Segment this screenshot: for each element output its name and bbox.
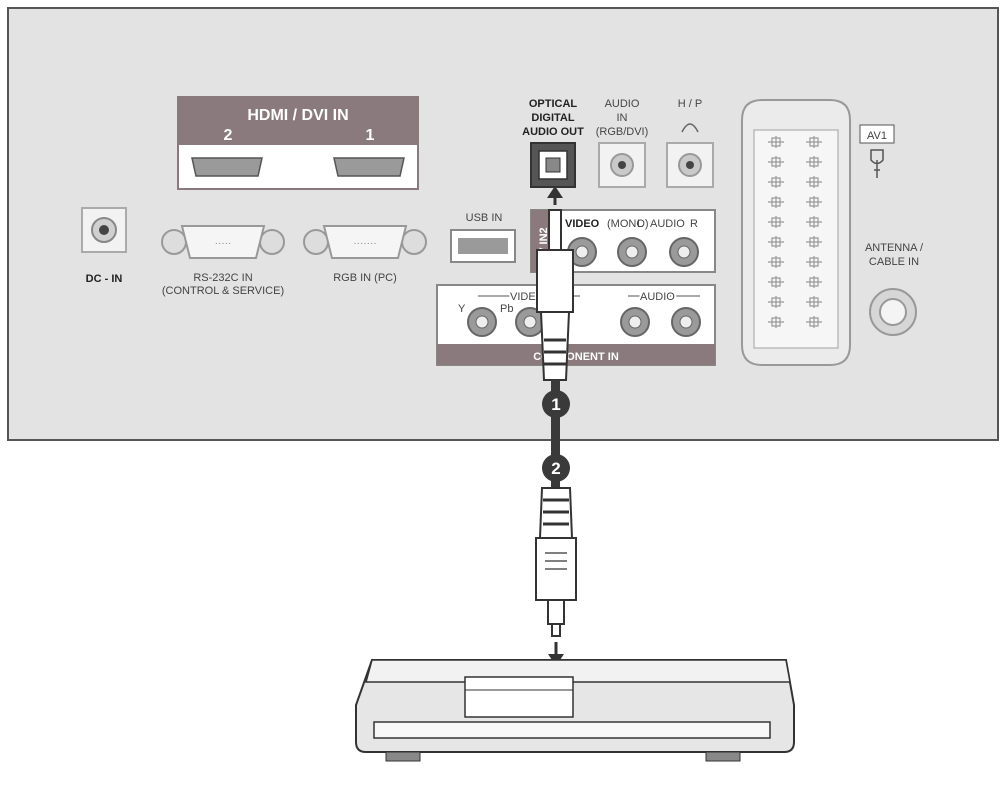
scart-pin (806, 296, 822, 308)
scart-pin (806, 316, 822, 328)
antenna-icon (870, 149, 884, 178)
scart-pin (806, 156, 822, 168)
hdmi-title: HDMI / DVI IN (247, 107, 348, 124)
scart-pin (768, 316, 784, 328)
dc-in-label: DC - IN (86, 273, 123, 285)
component-in-block: COMPONENT IN VIDEO AUDIO Y Pb (436, 284, 716, 366)
antenna-label-2: CABLE IN (869, 256, 919, 268)
scart-pin (768, 276, 784, 288)
scart-pin (806, 216, 822, 228)
antenna-port: ANTENNA / CABLE IN (865, 242, 924, 336)
scart-pin (768, 196, 784, 208)
mono-label: (MONO) (607, 218, 649, 230)
step-badge-2: 2 (542, 454, 570, 482)
hdmi-dvi-group: HDMI / DVI IN 2 1 (177, 96, 419, 190)
scart-pin (806, 136, 822, 148)
video-label: VIDEO (565, 218, 600, 230)
scart-pin (806, 276, 822, 288)
headphone-port (666, 142, 714, 188)
scart-av1-port: AV1 (741, 99, 895, 366)
optical-label-2: DIGITAL (531, 112, 574, 124)
step-badge-1: 1 (542, 390, 570, 418)
usb-port: USB IN (450, 212, 516, 263)
hp-label: H / P (678, 98, 702, 110)
optical-label-3: AUDIO OUT (522, 126, 584, 138)
audio-in-label-3: (RGB/DVI) (596, 126, 649, 138)
usb-label: USB IN (466, 212, 503, 224)
scart-pin (806, 196, 822, 208)
hdmi-port-1 (333, 157, 405, 177)
component-y-label: Y (458, 303, 466, 315)
audio-r-label: R (690, 218, 698, 230)
step-1-number: 1 (551, 395, 560, 414)
scart-pin (768, 236, 784, 248)
rgb-in-label: RGB IN (PC) (333, 272, 397, 284)
scart-pin (768, 176, 784, 188)
audio-device (355, 659, 795, 762)
scart-pins (768, 136, 822, 328)
rs232c-pins: ····· (215, 238, 232, 249)
audio-in-label-1: AUDIO (605, 98, 640, 110)
component-pb-label: Pb (500, 303, 513, 315)
scart-pin (768, 216, 784, 228)
rs232c-label: RS-232C IN (193, 272, 252, 284)
audio-l-label: L (637, 218, 643, 230)
scart-pin (768, 136, 784, 148)
antenna-label-1: ANTENNA / (865, 242, 924, 254)
optical-label-1: OPTICAL (529, 98, 578, 110)
scart-pin (768, 256, 784, 268)
optical-plug-1 (536, 209, 574, 381)
rgb-in-port: ······· RGB IN (PC) (303, 225, 427, 284)
scart-pin (768, 156, 784, 168)
scart-pin (806, 236, 822, 248)
scart-pin (768, 296, 784, 308)
hdmi-port-2 (191, 157, 263, 177)
hdmi-port-1-label: 1 (366, 127, 375, 144)
headphone-icon (681, 123, 699, 133)
optical-plug-2 (535, 487, 577, 637)
arrow-up-icon (547, 186, 563, 205)
step-2-number: 2 (551, 459, 560, 478)
audio-label: AUDIO (650, 218, 685, 230)
audio-in-port (598, 142, 646, 188)
scart-pin (806, 256, 822, 268)
audio-in-label-2: IN (617, 112, 628, 124)
av1-label: AV1 (867, 130, 887, 142)
component-audio-label: AUDIO (640, 291, 675, 303)
device-optical-input (464, 676, 574, 718)
scart-pin (806, 176, 822, 188)
top-audio-labels: OPTICAL DIGITAL AUDIO OUT AUDIO IN (RGB/… (522, 98, 702, 138)
dc-in-port: DC - IN (81, 207, 127, 285)
rs232c-port: ····· RS-232C IN (CONTROL & SERVICE) (161, 225, 285, 297)
hdmi-port-2-label: 2 (224, 127, 233, 144)
rgb-pins: ······· (353, 238, 376, 249)
rs232c-sublabel: (CONTROL & SERVICE) (162, 285, 284, 297)
optical-port-icon (530, 142, 576, 188)
